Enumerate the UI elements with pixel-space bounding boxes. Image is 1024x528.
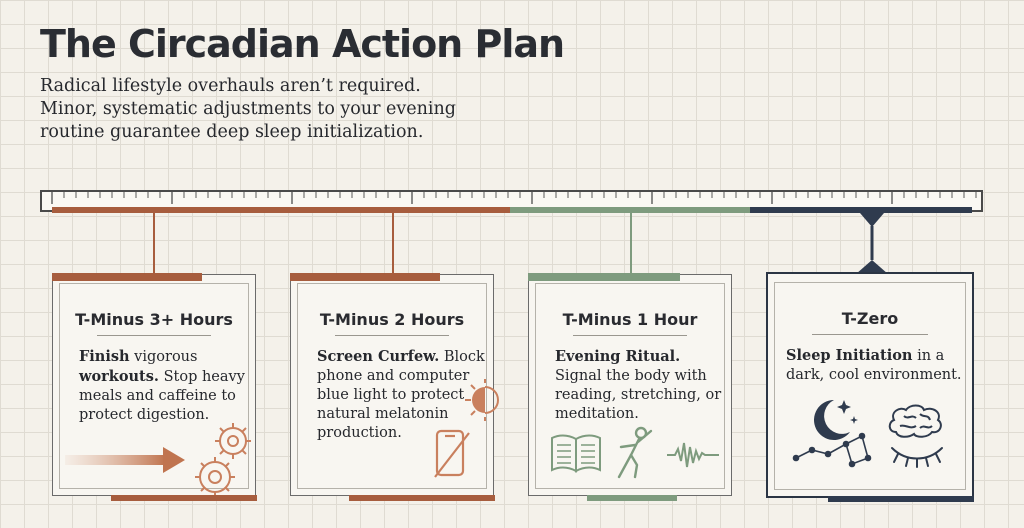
moon-stars-icon [814,400,858,440]
card-top-bar [290,273,440,281]
card-inner-frame [774,282,966,490]
card-title: T-Minus 3+ Hours [75,310,233,329]
card-description: Sleep Initiation in a dark, cool environ… [786,347,962,383]
card-title: T-Zero [841,309,899,328]
constellation-icon [792,432,872,468]
arrow-right-icon [65,447,185,473]
page-title: The Circadian Action Plan [40,22,565,66]
stage-card-t-minus-1: T-Minus 1 Hour Evening Ritual. Signal th… [528,273,732,501]
stage-card-t-minus-2: T-Minus 2 Hours Screen Curfew. Block pho… [290,273,499,501]
tzero-pointer-connector [856,213,888,274]
gears-icon [195,423,251,495]
title-underline [97,335,211,336]
title-underline [812,334,928,335]
stage-card-t-zero: T-Zero Sleep Initiation in a dark, cool … [766,272,974,502]
subtitle-line-1: Radical lifestyle overhauls aren’t requi… [40,76,421,96]
card-description: Screen Curfew. Block phone and computer … [317,348,485,441]
card-inner-frame [535,283,725,489]
card-bottom-bar [111,495,257,501]
card-top-bar [52,273,202,281]
card-top-bar [528,273,680,281]
card-bottom-bar [828,496,974,502]
timeline-segment-sage [510,207,750,213]
card-description: Finish vigorous workouts. Stop heavy mea… [79,348,245,423]
card-inner-frame [59,283,249,489]
subtitle-line-2: Minor, systematic adjustments to your ev… [40,99,456,119]
subtitle: Radical lifestyle overhauls aren’t requi… [40,75,510,144]
sound-wave-icon [667,442,719,468]
connector-2 [392,213,394,274]
card-bottom-bar [349,495,495,501]
ruler-ticks [51,192,977,204]
card-title: T-Minus 1 Hour [562,310,698,329]
connector-3 [630,213,632,274]
timeline-segment-navy [750,207,972,213]
book-icon [551,434,601,473]
subtitle-line-3: routine guarantee deep sleep initializat… [40,122,424,142]
card-inner-frame [297,283,487,489]
brain-icon [888,404,942,438]
no-phone-icon [434,429,470,478]
sunset-icon [465,379,499,421]
connector-1 [153,213,155,274]
card-description: Evening Ritual. Signal the body with rea… [555,348,722,422]
stretching-figure-icon [617,426,653,479]
title-underline [335,335,449,336]
card-title: T-Minus 2 Hours [319,310,465,329]
closed-eye-icon [891,447,943,468]
card-bottom-bar [587,495,677,501]
title-underline [573,335,687,336]
timeline-segment-rust [52,207,510,213]
stage-card-t-minus-3: T-Minus 3+ Hours Finish vigorous workout… [52,273,257,501]
